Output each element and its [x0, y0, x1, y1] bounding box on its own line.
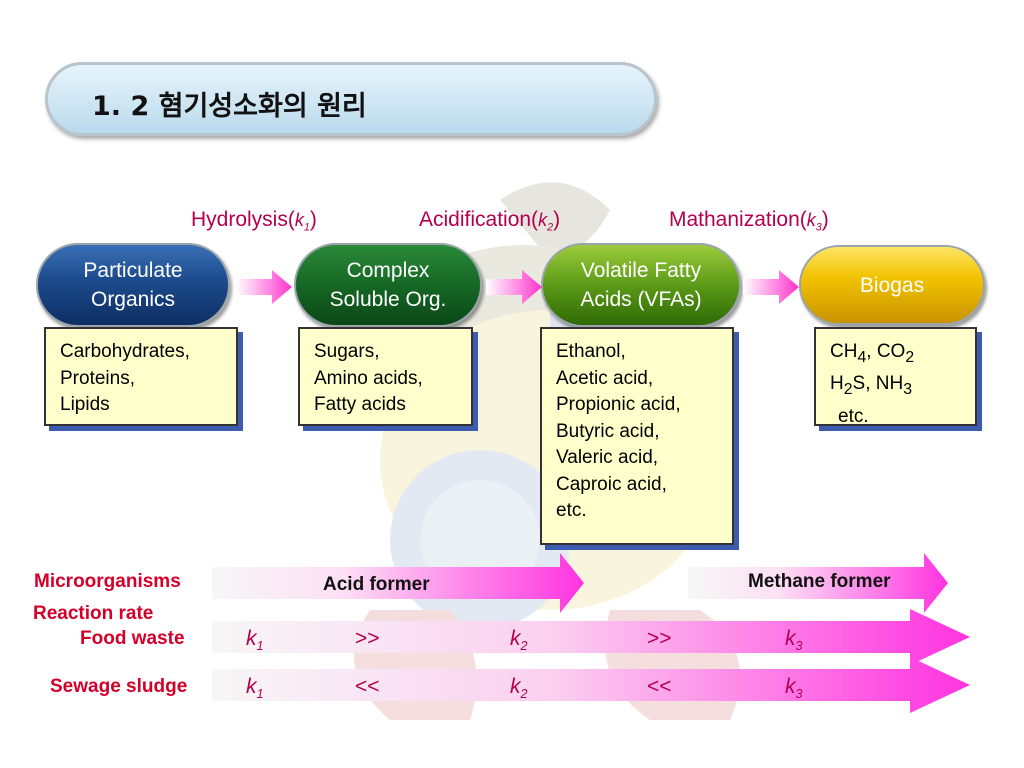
methane-former-label: Methane former	[748, 571, 891, 592]
rate-constant: k1	[294, 210, 310, 234]
rate-relation: <<	[355, 675, 380, 698]
process-label-hydrolysis: Hydrolysis(k1)	[191, 208, 317, 234]
acid-former-label: Acid former	[323, 574, 430, 595]
arrow-right-icon	[236, 270, 292, 304]
rate-relation: >>	[355, 627, 380, 650]
rate-constant: k3	[806, 210, 822, 234]
rate-k2: k2	[510, 675, 528, 702]
reaction-rate-label: Reaction rate	[33, 603, 154, 624]
sewage-sludge-label: Sewage sludge	[50, 676, 188, 697]
rate-k1: k1	[246, 675, 264, 702]
methane-former-arrow	[688, 553, 948, 613]
title-banner	[45, 62, 657, 136]
food-waste-arrow	[212, 609, 970, 665]
rate-relation: <<	[647, 675, 672, 698]
rate-constant: k2	[538, 210, 554, 234]
biogas-line-2: H2S, NH3	[830, 373, 913, 399]
process-label-acidification: Acidification(k2)	[419, 208, 561, 234]
process-label-methanization: Mathanization(k3)	[669, 208, 829, 234]
arrow-right-icon	[486, 270, 542, 304]
page-title: 1. 2 혐기성소화의 원리	[92, 91, 367, 122]
rate-k1: k1	[246, 627, 264, 654]
detail-box-biogas: CH4, CO2 H2S, NH3 etc.	[814, 327, 977, 427]
biogas-line-1: CH4, CO2	[830, 341, 915, 366]
reaction-band-arrows	[212, 553, 970, 713]
arrow-right-icon	[743, 270, 799, 304]
detail-box-soluble: Sugars, Amino acids, Fatty acids	[298, 327, 473, 426]
detail-box-vfa: Ethanol, Acetic acid, Propionic acid, Bu…	[540, 327, 734, 545]
acid-former-arrow	[212, 553, 584, 613]
stage-biogas: Biogas	[799, 245, 985, 325]
rate-k3: k3	[785, 675, 803, 702]
biogas-line-3: etc.	[838, 405, 869, 427]
microorganisms-label: Microorganisms	[34, 571, 181, 592]
rate-k2: k2	[510, 627, 528, 654]
detail-box-particulate: Carbohydrates, Proteins, Lipids	[44, 327, 238, 426]
rate-k3: k3	[785, 627, 803, 654]
food-waste-label: Food waste	[80, 628, 185, 649]
sewage-sludge-arrow	[212, 657, 970, 713]
rate-relation: >>	[647, 627, 672, 650]
